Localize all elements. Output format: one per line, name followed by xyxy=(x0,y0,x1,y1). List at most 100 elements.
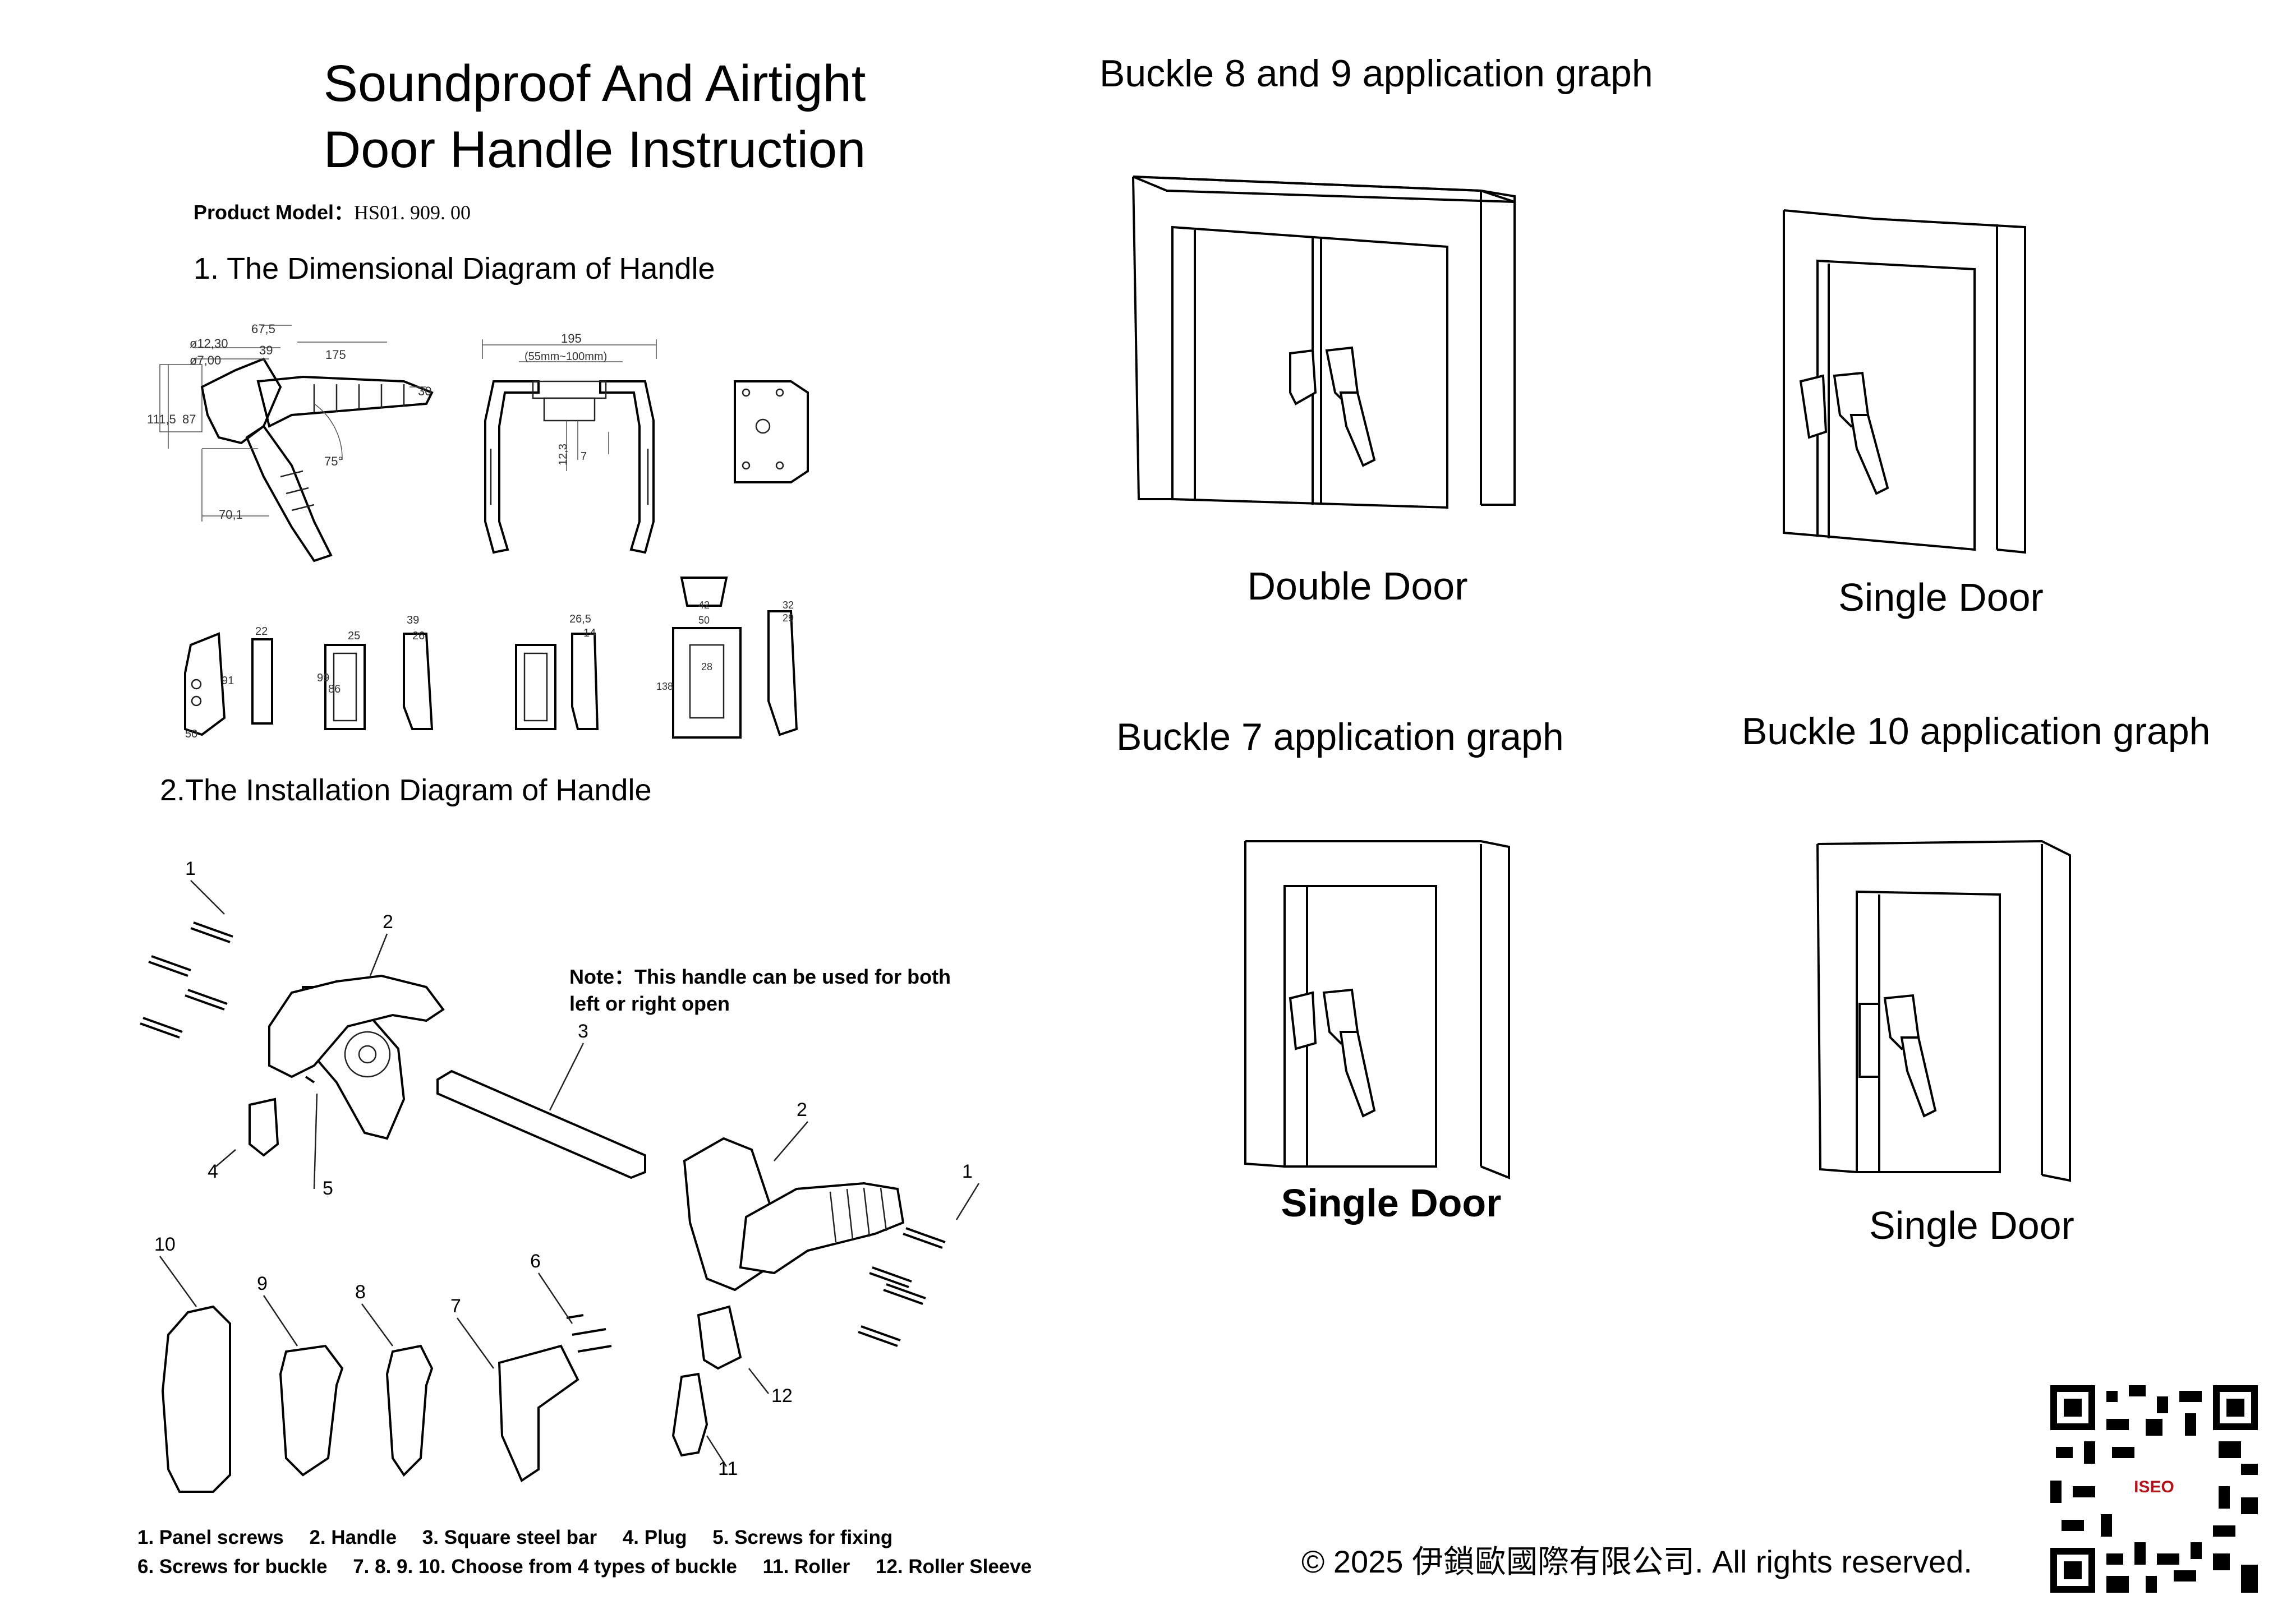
handle-right-part xyxy=(683,1137,905,1292)
note-line-2: left or right open xyxy=(569,992,730,1015)
handle-side-view xyxy=(159,325,434,562)
panel-screws-left xyxy=(140,921,233,1039)
legend-item: 7. 8. 9. 10. Choose from 4 types of buck… xyxy=(353,1556,737,1578)
dim-label: 26,5 xyxy=(569,613,591,625)
page-title: Soundproof And Airtight Door Handle Inst… xyxy=(168,50,1021,183)
dim-label: 50 xyxy=(185,728,197,740)
single-door-label-7: Single Door xyxy=(1281,1181,1502,1225)
panel-screws-right xyxy=(858,1227,946,1347)
part-number: 2 xyxy=(797,1099,807,1121)
fixing-screw xyxy=(305,1076,315,1083)
part-number: 5 xyxy=(323,1178,333,1199)
single-door-label-10: Single Door xyxy=(1869,1204,2074,1247)
qr-code-graphic xyxy=(2050,1385,2258,1593)
single-door-1 xyxy=(1783,209,2026,554)
product-model-label: Product Model： xyxy=(194,201,354,224)
product-model-value: HS01. 909. 00 xyxy=(354,201,471,224)
title-line-1: Soundproof And Airtight xyxy=(323,55,866,112)
legend-row-1: 1. Panel screws 2. Handle 3. Square stee… xyxy=(137,1527,913,1549)
part-number: 2 xyxy=(383,911,393,933)
qr-code[interactable]: ISEO xyxy=(2050,1385,2258,1593)
dim-label: 14 xyxy=(583,627,596,639)
part-number: 10 xyxy=(154,1234,176,1255)
dim-label: 195 xyxy=(561,331,582,345)
part-number: 1 xyxy=(185,858,196,879)
legend-item: 1. Panel screws xyxy=(137,1527,284,1548)
dim-label: 87 xyxy=(182,412,196,426)
dim-label: 25 xyxy=(348,630,360,642)
dim-label: 39 xyxy=(407,614,419,626)
part-number: 6 xyxy=(530,1251,541,1272)
part-number: 3 xyxy=(578,1021,588,1042)
graph-89-title: Buckle 8 and 9 application graph xyxy=(1099,52,1653,95)
roller-sleeve xyxy=(697,1305,742,1370)
handle-left-part xyxy=(268,974,445,1140)
rosette-plate xyxy=(734,380,809,483)
dim-label: 26 xyxy=(412,630,425,642)
section-dimensional-heading: 1. The Dimensional Diagram of Handle xyxy=(194,252,715,285)
part-number: 11 xyxy=(718,1458,738,1479)
buckle-8 xyxy=(385,1344,434,1477)
dim-label: ø7,00 xyxy=(190,353,221,367)
note-text: Note：This handle can be used for both le… xyxy=(569,963,973,1017)
legend-item: 11. Roller xyxy=(762,1556,850,1578)
legend-item: 3. Square steel bar xyxy=(422,1527,597,1548)
legend-item: 4. Plug xyxy=(622,1527,687,1548)
dim-label: 50 xyxy=(698,615,710,626)
dim-label: 12,3 xyxy=(557,444,569,465)
legend-row-2: 6. Screws for buckle 7. 8. 9. 10. Choose… xyxy=(137,1556,1052,1578)
part-number: 4 xyxy=(208,1161,218,1182)
dim-label: 32 xyxy=(783,600,794,611)
dim-label: 39 xyxy=(259,343,273,357)
dim-label: 7 xyxy=(581,450,587,463)
handle-front-view xyxy=(482,339,657,554)
single-door-label-89: Single Door xyxy=(1838,575,2044,619)
part-number: 12 xyxy=(771,1385,793,1407)
dim-label: (55mm~100mm) xyxy=(524,351,607,363)
single-door-10 xyxy=(1816,840,2071,1182)
dim-label: 99 xyxy=(317,672,329,684)
part-number: 9 xyxy=(257,1273,268,1294)
dim-label: 67,5 xyxy=(251,322,275,336)
dim-label: ø12,30 xyxy=(190,336,228,351)
dim-label: 22 xyxy=(255,625,268,638)
section-installation-heading: 2.The Installation Diagram of Handle xyxy=(160,773,652,807)
dim-label: 42 xyxy=(698,600,710,611)
part-number: 1 xyxy=(962,1161,973,1182)
dim-label: 175 xyxy=(325,348,346,362)
legend-item: 2. Handle xyxy=(309,1527,397,1548)
dim-label: 29 xyxy=(783,612,794,624)
dim-label: 28 xyxy=(701,661,712,672)
graph-7-title: Buckle 7 application graph xyxy=(1116,716,1564,758)
part-number: 8 xyxy=(355,1281,366,1303)
dim-label: 111,5 xyxy=(147,412,176,426)
double-door xyxy=(1132,176,1516,509)
product-model: Product Model：HS01. 909. 00 xyxy=(194,196,471,225)
square-steel-bar xyxy=(436,1069,646,1179)
dim-label: 91 xyxy=(222,675,234,687)
buckle-set xyxy=(161,1305,612,1493)
dim-label: 75° xyxy=(324,454,343,468)
dim-label: 138 xyxy=(656,681,673,692)
legend-item: 5. Screws for fixing xyxy=(712,1527,893,1548)
dim-label: 30 xyxy=(418,384,431,398)
single-door-7 xyxy=(1244,840,1510,1179)
copyright-text: © 2025 伊鎖歐國際有限公司. All rights reserved. xyxy=(1301,1544,1972,1579)
buckle-drawings xyxy=(184,577,798,739)
buckle-7 xyxy=(498,1344,579,1482)
dim-label: 86 xyxy=(328,683,341,695)
legend-item: 6. Screws for buckle xyxy=(137,1556,328,1578)
legend-item: 12. Roller Sleeve xyxy=(876,1556,1032,1578)
qr-brand-logo: ISEO xyxy=(2134,1478,2174,1496)
buckle-10 xyxy=(161,1305,231,1493)
title-line-2: Door Handle Instruction xyxy=(323,121,866,178)
note-line-1: Note：This handle can be used for both xyxy=(569,965,951,988)
dim-label: 70,1 xyxy=(219,508,243,522)
graph-10-title: Buckle 10 application graph xyxy=(1742,710,2211,753)
buckle-9 xyxy=(279,1344,344,1477)
part-number: 7 xyxy=(450,1295,461,1317)
plug xyxy=(249,1098,279,1157)
